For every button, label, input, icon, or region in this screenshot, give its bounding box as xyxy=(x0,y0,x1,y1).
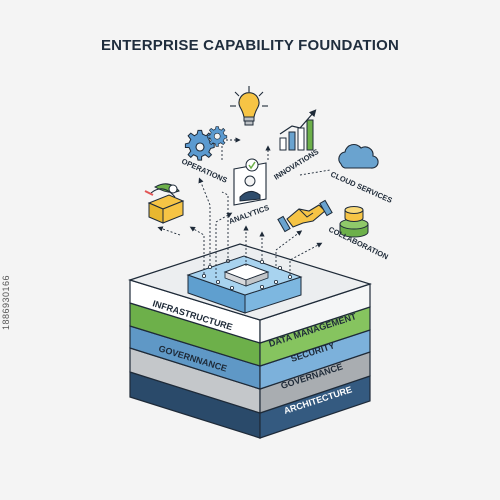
gears-icon xyxy=(184,126,228,161)
callout-operations: OPERATIONS xyxy=(180,157,228,185)
bar-chart-growth-icon xyxy=(279,109,317,151)
toolbox-icon xyxy=(144,183,185,224)
cloud-icon xyxy=(338,144,379,169)
coins-icon xyxy=(339,206,369,238)
person-analytics-icon xyxy=(233,158,267,206)
lightbulb-icon xyxy=(230,86,268,126)
layer-architecture xyxy=(129,371,371,439)
callout-analytics: ANALYTICS xyxy=(228,203,271,226)
diagram-title: ENTERPRISE CAPABILITY FOUNDATION xyxy=(100,37,400,54)
callout-innovations: INNOVATIONS xyxy=(272,147,320,182)
callout-cloud-services: CLOUD SERVICES xyxy=(329,170,393,205)
handshake-icon xyxy=(277,199,333,233)
image-id-text: 1886930166 xyxy=(1,274,11,330)
connector-lines xyxy=(157,137,331,278)
